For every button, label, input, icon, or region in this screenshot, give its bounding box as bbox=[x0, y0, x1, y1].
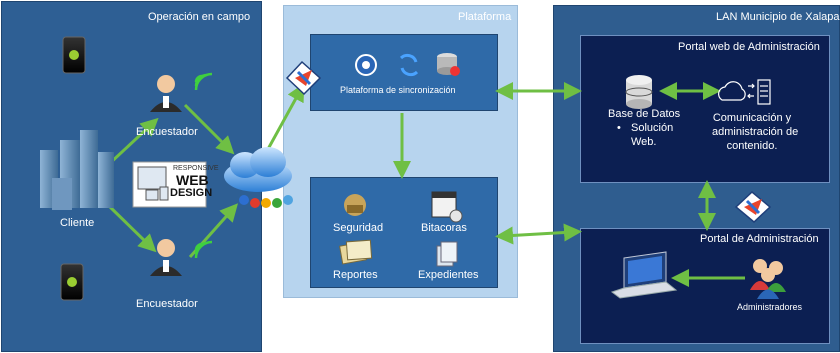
database-server-icon bbox=[437, 53, 460, 76]
wifi-signal-icon bbox=[194, 240, 213, 259]
sync-diamond-icon bbox=[285, 60, 322, 96]
reportes-label: Reportes bbox=[333, 269, 378, 281]
administradores-label: Administradores bbox=[737, 302, 803, 312]
plataforma-title: Plataforma bbox=[458, 11, 512, 23]
reports-icon bbox=[339, 239, 373, 265]
web-design-text-3: DESIGN bbox=[170, 187, 213, 199]
bitacoras-label: Bitacoras bbox=[421, 222, 467, 234]
comunicacion-label-1: Comunicación y bbox=[712, 112, 792, 124]
cliente-label: Cliente bbox=[60, 217, 95, 229]
responsive-web-design-image bbox=[132, 161, 207, 208]
encuestador-icon bbox=[150, 239, 182, 276]
base-datos-label: Base de Datos bbox=[608, 108, 681, 120]
database-icon bbox=[625, 75, 653, 109]
laptop-icon bbox=[610, 251, 678, 299]
sync-platform-label: Plataforma de sincronización bbox=[340, 85, 456, 95]
security-icon bbox=[344, 194, 366, 216]
encuestador-label-bottom: Encuestador bbox=[136, 298, 198, 310]
portal-admin-box bbox=[580, 228, 830, 344]
encuestador-icon bbox=[150, 75, 182, 112]
web-label: Web. bbox=[631, 136, 657, 148]
comunicacion-label-2: administración de bbox=[712, 126, 799, 138]
platform-tools-box bbox=[310, 177, 498, 288]
records-icon bbox=[436, 241, 458, 267]
encuestador-label-top: Encuestador bbox=[136, 126, 198, 138]
web-design-text-2: WEB bbox=[176, 172, 209, 188]
gear-icon bbox=[355, 54, 377, 76]
wifi-signal-icon bbox=[194, 72, 213, 91]
portal-admin-title: Portal de Administración bbox=[700, 233, 819, 245]
expedientes-label: Expedientes bbox=[418, 269, 479, 281]
phone-icon bbox=[62, 36, 86, 74]
administrators-icon bbox=[750, 259, 786, 299]
campo-title: Operación en campo bbox=[148, 11, 251, 23]
solucion-label: Solución bbox=[631, 122, 674, 134]
logbook-icon bbox=[431, 191, 463, 223]
seguridad-label: Seguridad bbox=[333, 222, 384, 234]
cloud-server-icon bbox=[717, 79, 771, 105]
refresh-icon bbox=[399, 53, 419, 77]
sync-diamond-icon bbox=[734, 190, 772, 224]
buildings-icon bbox=[40, 130, 114, 210]
lan-title: LAN Municipio de Xalapa bbox=[716, 11, 840, 23]
web-design-text-1: RESPONSIVE bbox=[173, 165, 219, 172]
cloud-icon bbox=[224, 147, 293, 208]
portal-web-title: Portal web de Administración bbox=[678, 41, 820, 53]
bullet-icon: • bbox=[617, 122, 621, 134]
phone-icon bbox=[60, 263, 84, 301]
comunicacion-label-3: contenido. bbox=[726, 140, 778, 152]
